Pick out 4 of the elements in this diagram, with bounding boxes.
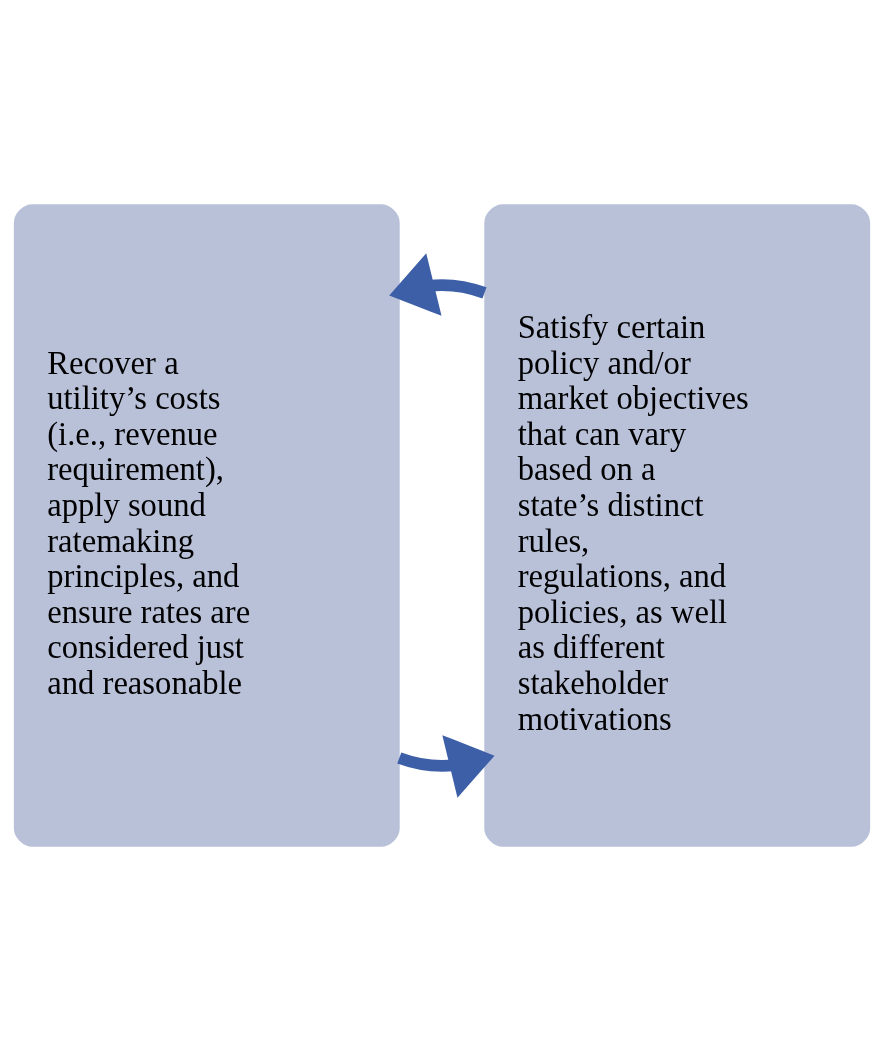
- node-box: Recover a utility’s costs (i.e., revenue requirement), apply sound ratemaking principles, and ensure rates are considered just and reasonable: [13, 204, 400, 847]
- node-box: Satisfy certain policy and/or market objectives that can vary based on a state’s distinct rules, regulations, and policies, as well as different stakeholder motivations: [484, 204, 871, 847]
- arrow: [397, 735, 495, 798]
- arrow: [389, 253, 487, 316]
